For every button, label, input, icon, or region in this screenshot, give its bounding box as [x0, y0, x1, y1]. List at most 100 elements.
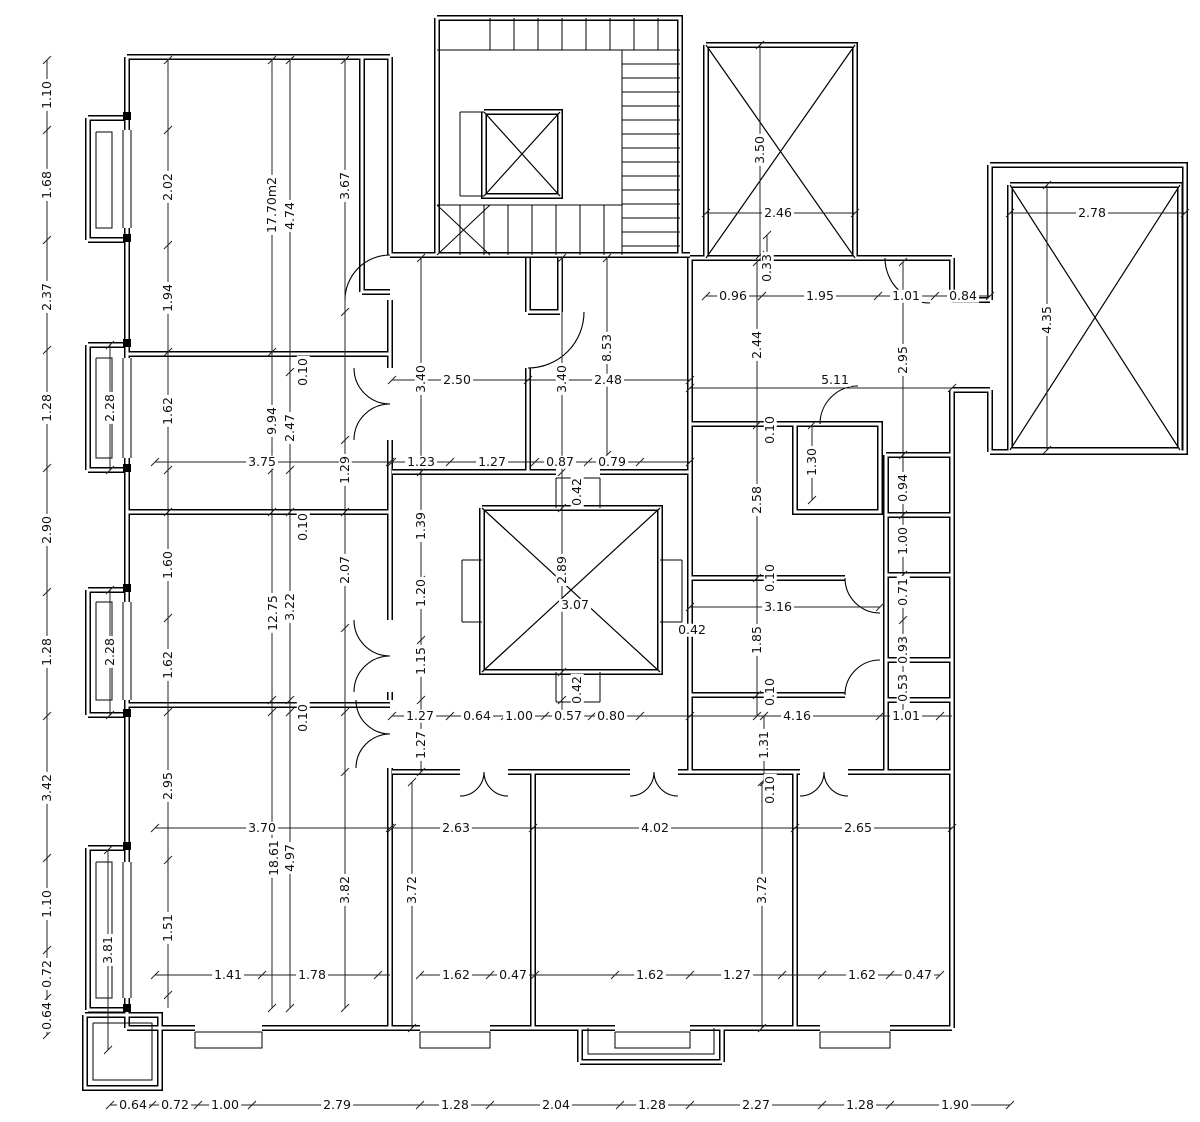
dim-tick — [163, 707, 173, 717]
dim-tick — [602, 253, 612, 263]
dim-tick — [150, 823, 160, 833]
dim-tick — [163, 240, 173, 250]
dim-tick — [701, 208, 711, 218]
dim-tick — [557, 503, 567, 513]
dim-tick — [42, 1030, 52, 1040]
dim-tick — [807, 495, 817, 505]
dim-tick — [530, 457, 540, 467]
dim-tick — [898, 450, 908, 460]
wall-core — [83, 16, 1187, 1090]
dim-tick — [416, 767, 426, 777]
dim-tick — [285, 465, 295, 475]
dim-tick — [1005, 208, 1015, 218]
dim-tick — [873, 291, 883, 301]
dim-tick — [163, 990, 173, 1000]
dim-tick — [685, 711, 695, 721]
dim-tick — [875, 602, 885, 612]
dim-tick — [752, 573, 762, 583]
dim-tick — [701, 291, 711, 301]
dim-tick — [759, 711, 769, 721]
dim-tick — [777, 970, 787, 980]
dim-tick — [267, 695, 277, 705]
dim-tick — [485, 970, 495, 980]
dim-tick — [685, 375, 695, 385]
dim-tick — [947, 383, 957, 393]
dim-tick — [285, 507, 295, 517]
dim-tick — [416, 253, 426, 263]
dim-tick — [935, 970, 945, 980]
dim-tick — [387, 711, 397, 721]
dim-tick — [267, 1003, 277, 1013]
dim-tick — [752, 420, 762, 430]
dim-tick — [387, 823, 397, 833]
dim-tick — [163, 125, 173, 135]
dim-tick — [42, 463, 52, 473]
dim-tick — [385, 457, 395, 467]
dim-tick — [1042, 180, 1052, 190]
dim-tick — [247, 1100, 257, 1110]
dim-tick — [385, 823, 395, 833]
dim-tick — [850, 208, 860, 218]
dim-tick — [340, 55, 350, 65]
dim-tick — [340, 307, 350, 317]
dim-tick — [898, 257, 908, 267]
dim-tick — [42, 345, 52, 355]
dim-tick — [1180, 208, 1190, 218]
dim-tick — [373, 970, 383, 980]
dim-tick — [42, 711, 52, 721]
dim-tick — [752, 711, 762, 721]
dim-tick — [340, 1003, 350, 1013]
dim-tick — [817, 1100, 827, 1110]
dim-tick — [528, 823, 538, 833]
dim-tick — [415, 1100, 425, 1110]
dim-tick — [557, 667, 567, 677]
dim-tick — [340, 707, 350, 717]
dim-tick — [407, 1023, 417, 1033]
dim-tick — [285, 367, 295, 377]
dim-tick — [557, 695, 567, 705]
dim-tick — [685, 1100, 695, 1110]
dim-tick — [147, 1100, 157, 1110]
dim-tick — [885, 1100, 895, 1110]
dim-tick — [485, 1100, 495, 1110]
dim-tick — [407, 777, 417, 787]
dim-tick — [875, 711, 885, 721]
dim-tick — [523, 375, 533, 385]
wall-outline — [85, 18, 1185, 1088]
dim-tick — [615, 1100, 625, 1110]
dim-tick — [267, 507, 277, 517]
walls — [85, 18, 1185, 1088]
dim-tick — [103, 845, 113, 855]
dim-tick — [42, 945, 52, 955]
dim-tick — [557, 467, 567, 477]
dim-tick — [105, 465, 115, 475]
dim-tick — [610, 970, 620, 980]
dim-tick — [163, 55, 173, 65]
dim-tick — [415, 970, 425, 980]
dim-tick — [105, 710, 115, 720]
dim-tick — [105, 1100, 115, 1110]
window-frames — [92, 130, 891, 1081]
dim-tick — [42, 853, 52, 863]
dim-tick — [685, 602, 695, 612]
dim-tick — [757, 291, 767, 301]
dim-tick — [885, 970, 895, 980]
dim-tick — [685, 383, 695, 393]
dim-tick — [163, 855, 173, 865]
dim-tick — [257, 970, 267, 980]
door-swing-arcs — [344, 254, 931, 797]
dim-tick — [267, 55, 277, 65]
dim-tick — [930, 291, 940, 301]
dim-tick — [947, 823, 957, 833]
dim-tick — [817, 970, 827, 980]
dim-tick — [285, 1003, 295, 1013]
dim-tick — [103, 1045, 113, 1055]
dim-tick — [416, 635, 426, 645]
dim-tick — [416, 467, 426, 477]
dim-tick — [193, 1100, 203, 1110]
dim-tick — [530, 970, 540, 980]
dim-tick — [1005, 1100, 1015, 1110]
dim-tick — [685, 457, 695, 467]
dim-tick — [285, 55, 295, 65]
dim-tick — [105, 340, 115, 350]
